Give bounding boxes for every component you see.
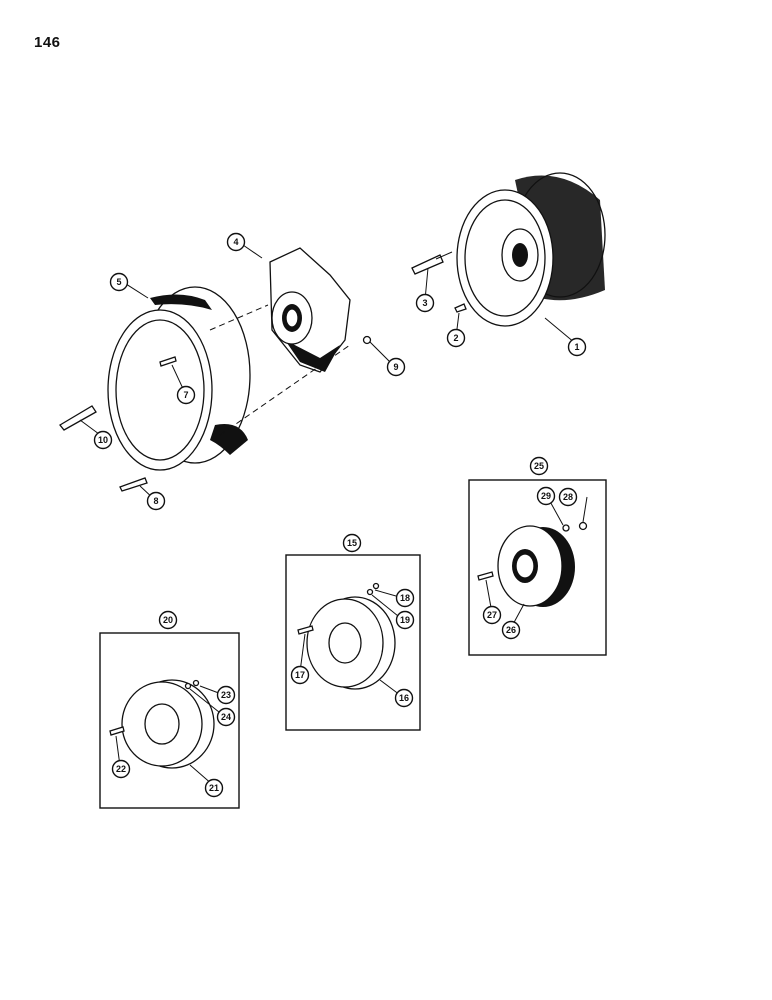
callout-7: 7: [176, 385, 196, 405]
weight-kit-15-drawing: [297, 582, 396, 690]
svg-text:25: 25: [534, 461, 544, 471]
alignment-line-lower: [219, 344, 351, 436]
callout-18: 18: [395, 588, 415, 608]
callout-23: 23: [216, 685, 236, 705]
svg-text:1: 1: [574, 342, 579, 352]
svg-text:24: 24: [221, 712, 231, 722]
callout-28: 28: [558, 487, 578, 507]
callout-4: 4: [226, 232, 246, 252]
svg-text:21: 21: [209, 783, 219, 793]
weight-kit-20-drawing: [109, 679, 215, 769]
svg-text:26: 26: [506, 625, 516, 635]
nut-9-drawing: [362, 335, 372, 345]
callout-2: 2: [446, 328, 466, 348]
center-plate-drawing: [269, 247, 351, 373]
callout-3: 3: [415, 293, 435, 313]
page-number: 146: [34, 34, 61, 51]
callout-21: 21: [204, 778, 224, 798]
svg-text:8: 8: [153, 496, 158, 506]
callout-29: 29: [536, 486, 556, 506]
alignment-line-upper: [209, 304, 269, 331]
svg-text:27: 27: [487, 610, 497, 620]
svg-text:3: 3: [422, 298, 427, 308]
weight-kit-20-box: [99, 632, 240, 809]
callout-17: 17: [290, 665, 310, 685]
callout-25: 25: [529, 456, 549, 476]
callout-20: 20: [158, 610, 178, 630]
svg-text:20: 20: [163, 615, 173, 625]
callout-10: 10: [93, 430, 113, 450]
svg-text:10: 10: [98, 435, 108, 445]
svg-text:28: 28: [563, 492, 573, 502]
callout-9: 9: [386, 357, 406, 377]
svg-text:4: 4: [233, 237, 238, 247]
weight-kit-25-drawing: [477, 521, 588, 607]
svg-text:16: 16: [399, 693, 409, 703]
front-wheel-drawing: [411, 172, 606, 327]
svg-text:15: 15: [347, 538, 357, 548]
svg-text:23: 23: [221, 690, 231, 700]
svg-text:7: 7: [183, 390, 188, 400]
callout-15: 15: [342, 533, 362, 553]
callout-1: 1: [567, 337, 587, 357]
callout-8: 8: [146, 491, 166, 511]
svg-text:17: 17: [295, 670, 305, 680]
svg-text:18: 18: [400, 593, 410, 603]
callout-26: 26: [501, 620, 521, 640]
callout-22: 22: [111, 759, 131, 779]
svg-text:9: 9: [393, 362, 398, 372]
rear-rim-drawing: [59, 286, 251, 492]
svg-text:19: 19: [400, 615, 410, 625]
callout-16: 16: [394, 688, 414, 708]
weight-kit-25-box: [468, 479, 607, 656]
svg-text:29: 29: [541, 491, 551, 501]
callout-5: 5: [109, 272, 129, 292]
svg-text:22: 22: [116, 764, 126, 774]
callout-24: 24: [216, 707, 236, 727]
svg-text:5: 5: [116, 277, 121, 287]
svg-text:2: 2: [453, 333, 458, 343]
callout-19: 19: [395, 610, 415, 630]
weight-kit-15-box: [285, 554, 421, 731]
callout-27: 27: [482, 605, 502, 625]
